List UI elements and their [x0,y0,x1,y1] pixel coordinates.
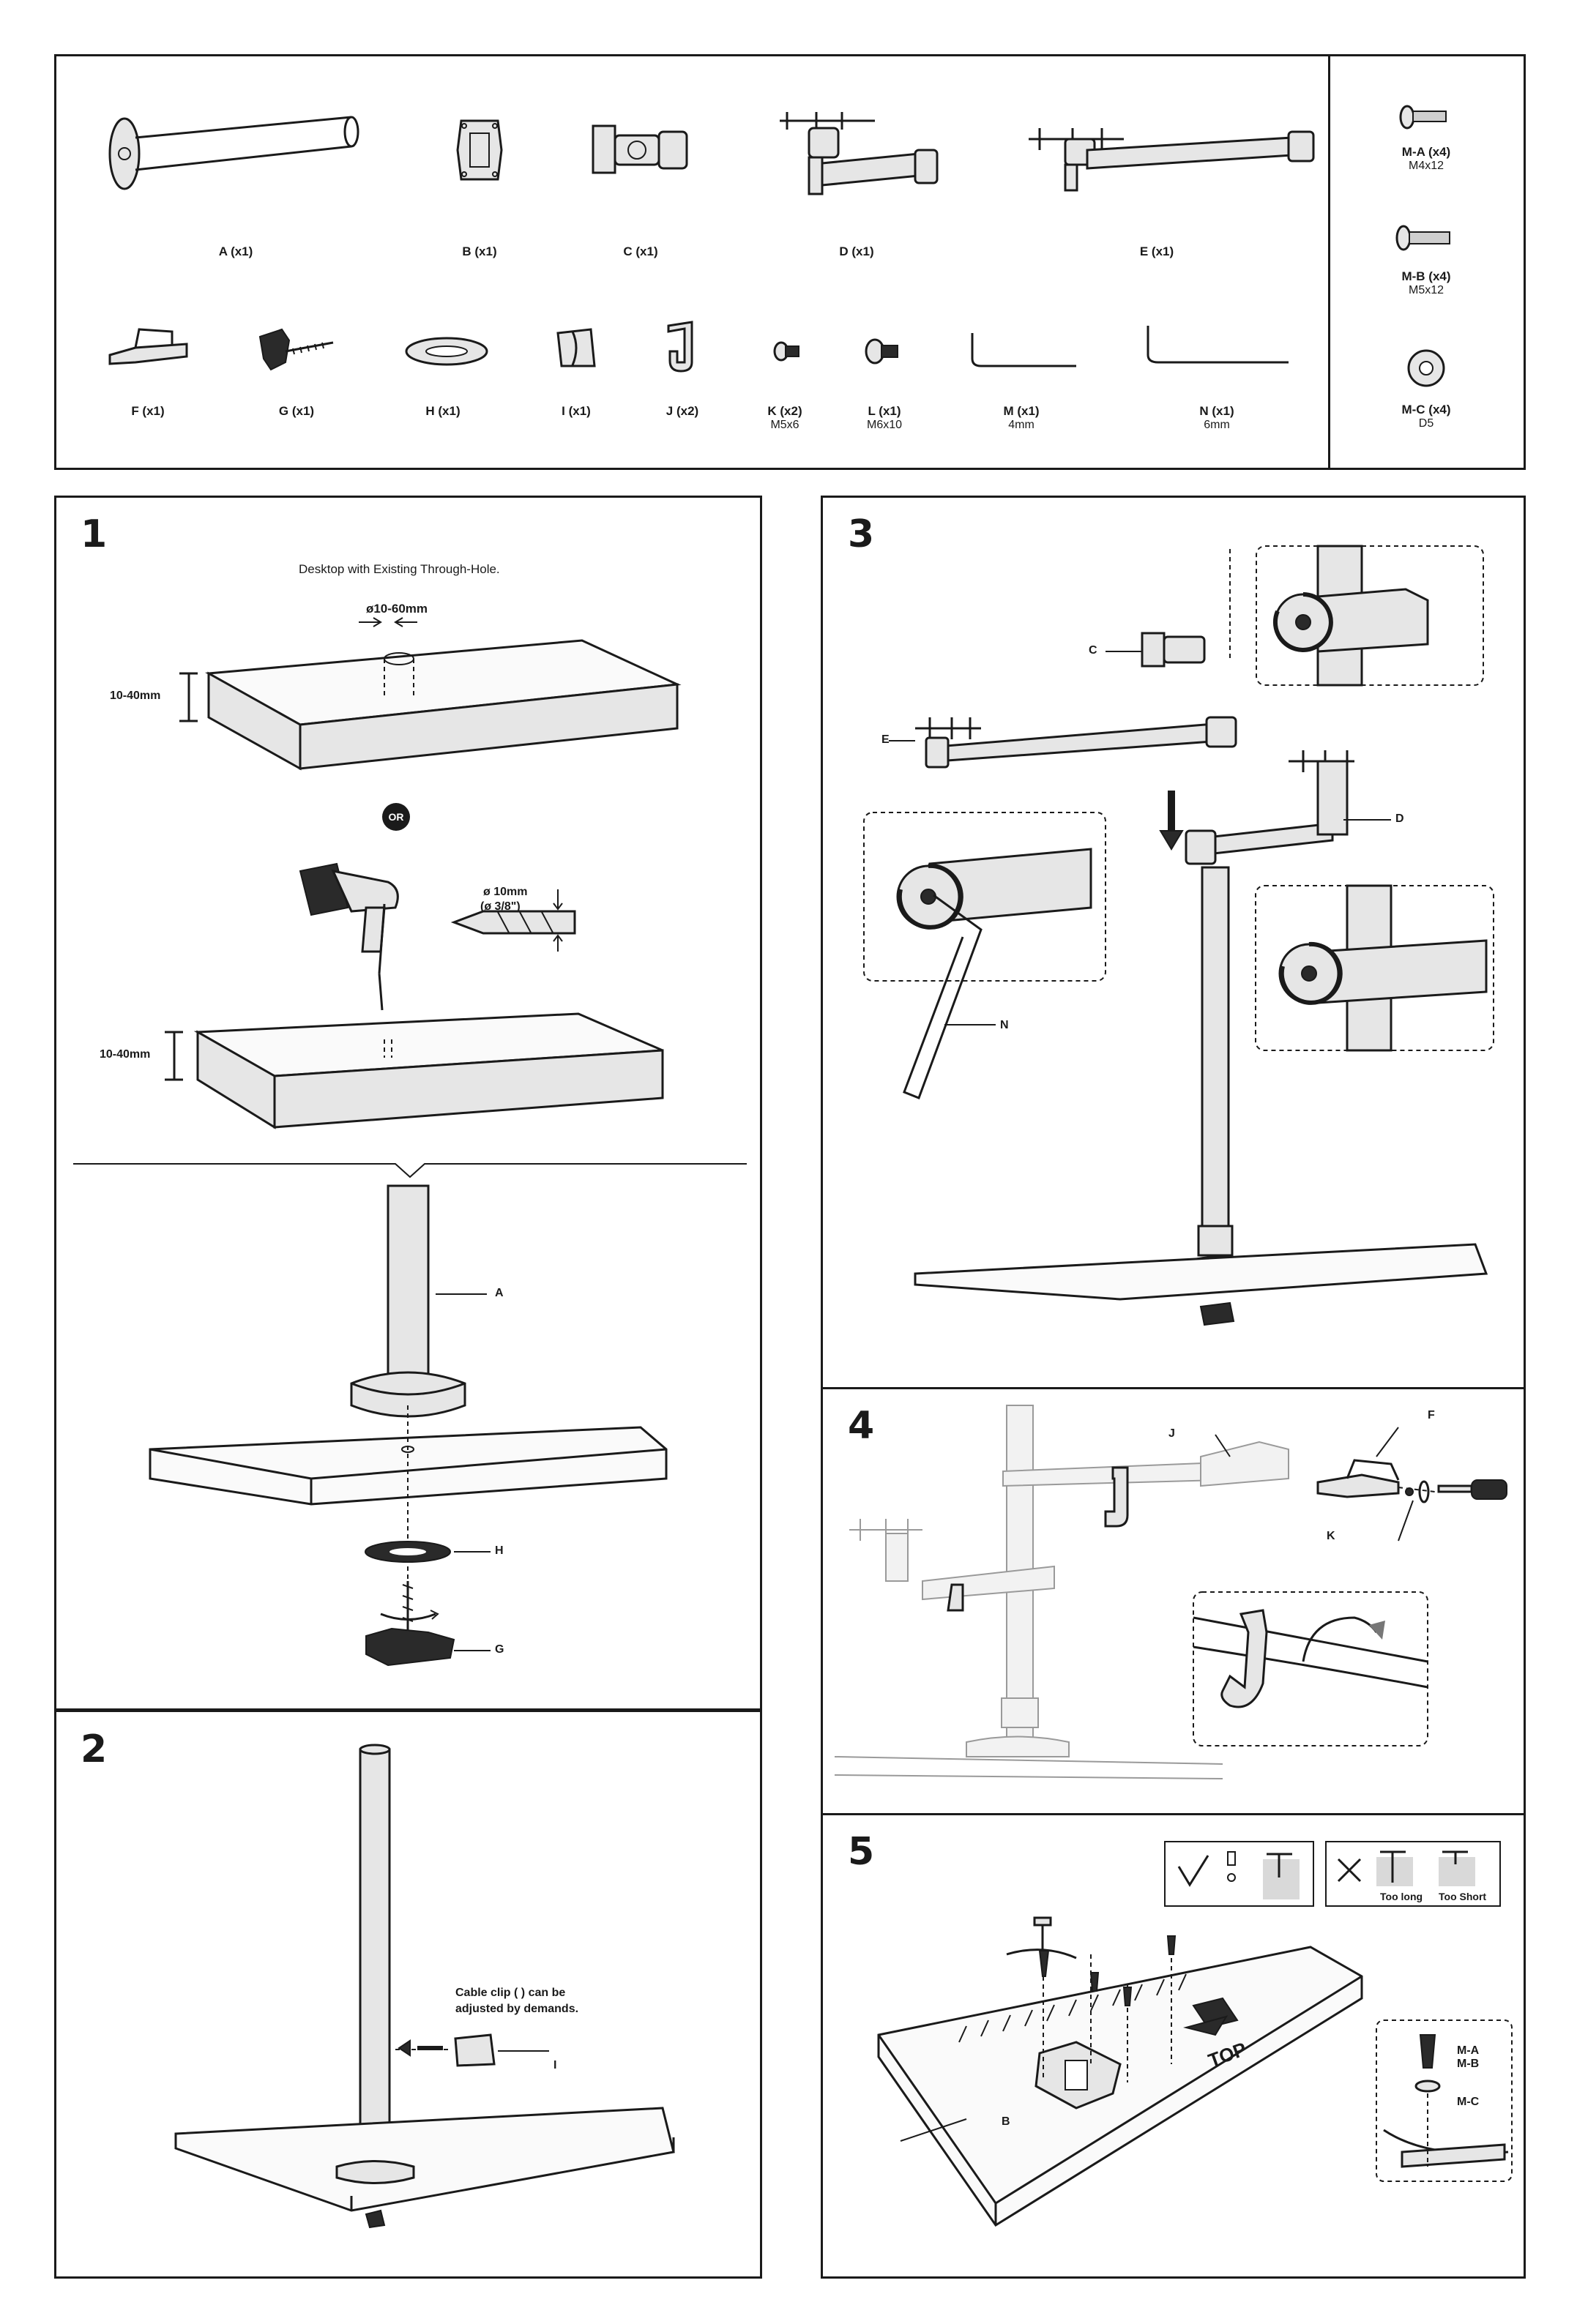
step-1-number: 1 [81,512,108,556]
too-short-label: Too Short [1439,1891,1487,1902]
part-n-allen-key-icon [1147,326,1289,364]
step-1-drill-size-2: (ø 3/8") [480,900,521,913]
part-c-label: C (x1) [623,244,658,258]
part-n-label: N (x1) [1199,404,1234,418]
part-m-b-label: M-B (x4) [1401,269,1451,283]
part-m-size: 4mm [1008,419,1034,431]
drill-icon [299,862,399,1011]
step-4-panel [821,1387,1526,1815]
part-m-c-washer-icon [1407,349,1445,387]
step-5-callout-m-b: M-B [1457,2058,1480,2070]
step-1-hole-range: ø10-60mm [365,602,428,616]
part-m-allen-key-icon [971,333,1076,367]
part-k-size: M5x6 [770,419,799,431]
incorrect-screw-icons [1376,1850,1475,1886]
too-long-label: Too long [1380,1891,1423,1902]
part-m-label: M (x1) [1003,404,1040,418]
check-mark-icon [1177,1855,1209,1887]
step-1-drill-size-1: ø 10mm [483,886,528,898]
drill-bit-icon [450,889,576,952]
part-d-label: D (x1) [839,244,874,258]
step-1-desktop-drill [165,1012,664,1129]
part-a-label: A (x1) [218,244,253,258]
part-i-label: I (x1) [562,404,591,418]
step-3-callout-d: D [1395,812,1404,825]
step-4-callout-k: K [1327,1530,1335,1542]
step-2-note-line1: Cable clip ( ) can be [455,1987,566,1999]
part-m-a-screw-icon [1399,105,1447,130]
step-1-callout-h: H [495,1544,504,1557]
step-5-callout-b: B [1002,2115,1010,2128]
part-j-label: J (x2) [666,404,699,418]
part-j-hook-icon [667,321,693,373]
part-l-label: L (x1) [868,404,901,418]
step-1-desktop-through-hole [179,617,682,771]
part-m-b-size: M5x12 [1408,284,1444,296]
part-d-short-arm-icon [780,112,939,195]
step-3-callout-c: C [1089,644,1097,657]
step-5-number: 5 [848,1830,875,1874]
step-1-pole-install [149,1184,668,1667]
step-1-thickness-b: 10-40mm [100,1048,151,1061]
step-3-arm-assembly [863,545,1494,1326]
step-3-callout-e: E [881,733,890,746]
step-5-callout-m-a: M-A [1457,2044,1480,2057]
part-e-long-arm-icon [1029,128,1315,192]
step-3-callout-n: N [1000,1019,1009,1031]
part-e-label: E (x1) [1139,244,1174,258]
part-f-clip-icon [108,328,188,365]
step-3-number: 3 [848,512,875,556]
part-c-tilt-head-icon [592,124,688,174]
parts-list-divider [1328,54,1330,470]
or-badge: OR [382,803,410,831]
step-5-callout-m-c: M-C [1457,2096,1480,2108]
step-5-vesa-mount [877,1916,1513,2227]
step-4-cable-hooks [834,1405,1507,1779]
step-1-callout-g: G [495,1643,504,1656]
correct-screw-icon [1227,1851,1300,1899]
step-1-section-divider [73,1163,747,1178]
step-1-2-divider [54,1708,762,1711]
part-m-c-label: M-C (x4) [1401,403,1451,416]
part-l-screw-icon [865,338,898,365]
step-2-callout-i: I [553,2059,557,2071]
part-k-screw-icon [773,341,799,362]
part-k-label: K (x2) [767,404,802,418]
part-g-clamp-bolt-icon [258,328,334,371]
cross-mark-icon [1337,1858,1362,1883]
step-2-number: 2 [81,1727,108,1771]
parts-list-panel [54,54,1526,470]
step-2-pole-with-cable-clip [174,1744,675,2229]
part-m-b-screw-icon [1395,225,1450,251]
part-n-size: 6mm [1204,419,1230,431]
step-2-note-line2: adjusted by demands. [455,2003,579,2015]
step-1-callout-a: A [495,1287,504,1299]
part-m-a-label: M-A (x4) [1401,145,1451,159]
part-b-label: B (x1) [462,244,497,258]
part-a-pole-icon [108,116,359,190]
part-f-label: F (x1) [131,404,165,418]
step-4-number: 4 [848,1404,875,1448]
part-i-cable-clip-icon [556,328,596,367]
part-b-vesa-plate-icon [456,119,503,181]
part-l-size: M6x10 [866,419,903,431]
step-4-callout-j: J [1168,1427,1175,1440]
step-1-thickness-a: 10-40mm [110,690,161,702]
step-1-title: Desktop with Existing Through-Hole. [299,562,500,576]
part-h-label: H (x1) [425,404,461,418]
part-m-a-size: M4x12 [1408,160,1444,172]
part-g-label: G (x1) [278,404,315,418]
part-h-gasket-icon [405,337,488,366]
step-4-callout-f: F [1428,1409,1435,1421]
part-m-c-size: D5 [1418,417,1434,430]
